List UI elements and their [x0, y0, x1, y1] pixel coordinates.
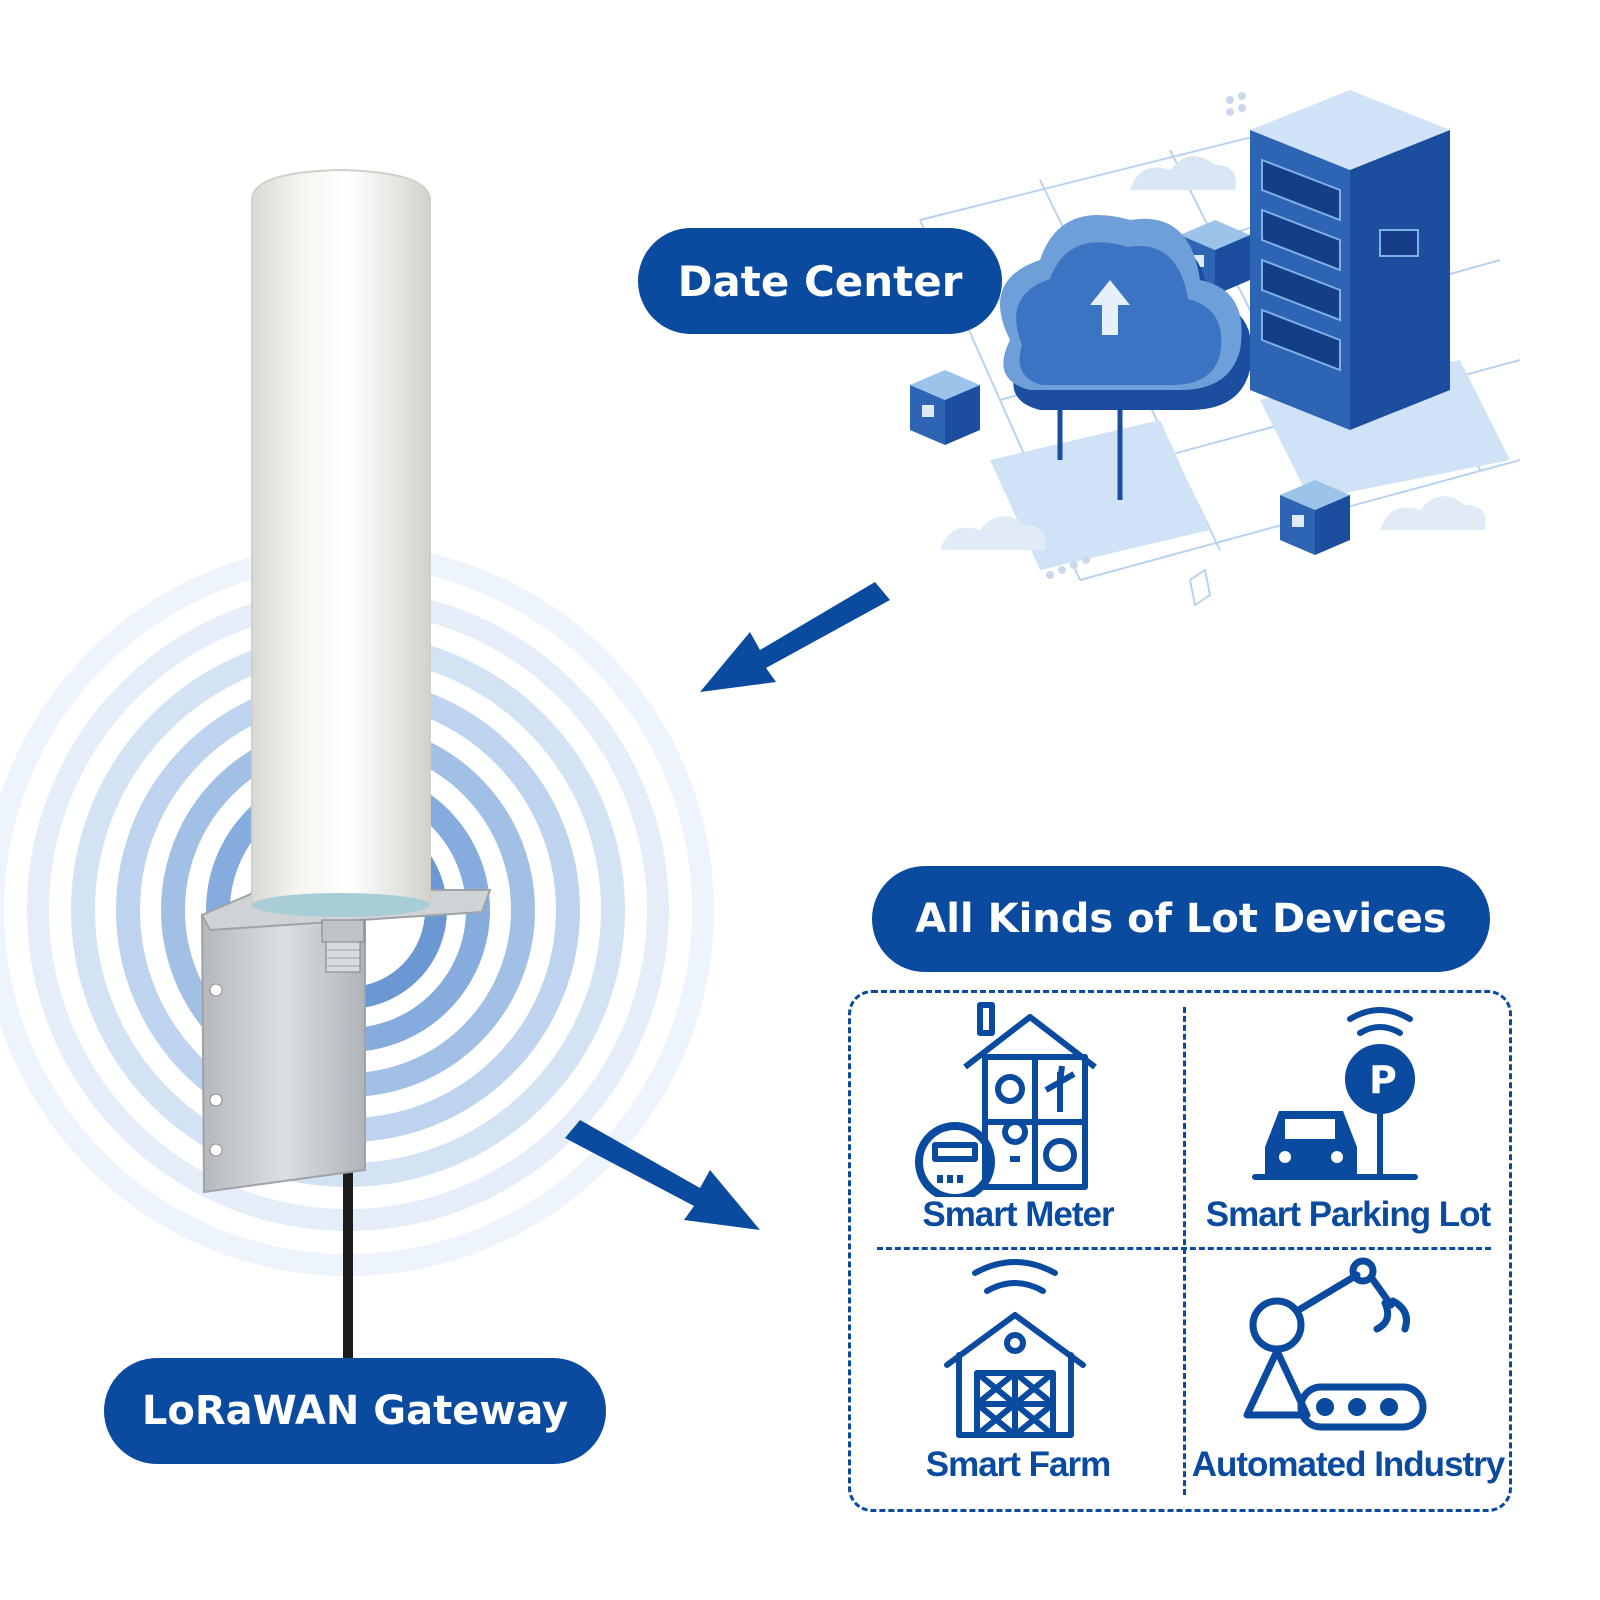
svg-text:P: P: [1369, 1058, 1397, 1102]
device-label: Smart Meter: [922, 1195, 1114, 1234]
panel-divider-vertical: [1183, 1007, 1186, 1495]
device-label: Smart Parking Lot: [1205, 1195, 1491, 1234]
smart-meter-icon: [915, 1002, 1097, 1197]
device-smart-parking-lot: P Smart Parking Lot: [1185, 997, 1511, 1249]
device-automated-industry: Automated Industry: [1185, 1255, 1511, 1507]
arrow-to-gateway-icon: [700, 582, 890, 692]
panel-divider-horizontal: [877, 1247, 1491, 1250]
device-smart-farm: Smart Farm: [855, 1255, 1181, 1507]
iot-devices-label: All Kinds of Lot Devices: [872, 866, 1490, 972]
data-center-illustration: [910, 90, 1521, 607]
device-smart-meter: Smart Meter: [855, 997, 1181, 1249]
device-label: Smart Farm: [925, 1445, 1112, 1484]
farm-barn-icon: [944, 1259, 1086, 1438]
devices-panel: Smart Meter P Smart Parking Lot: [848, 990, 1512, 1512]
device-label: Automated Industry: [1191, 1445, 1506, 1484]
parking-icon: P: [1252, 1007, 1418, 1180]
antenna-illustration: [200, 168, 492, 1380]
gateway-label: LoRaWAN Gateway: [104, 1358, 606, 1464]
arrow-to-devices-icon: [565, 1120, 760, 1230]
robot-arm-icon: [1243, 1257, 1427, 1431]
data-center-label: Date Center: [638, 228, 1002, 334]
